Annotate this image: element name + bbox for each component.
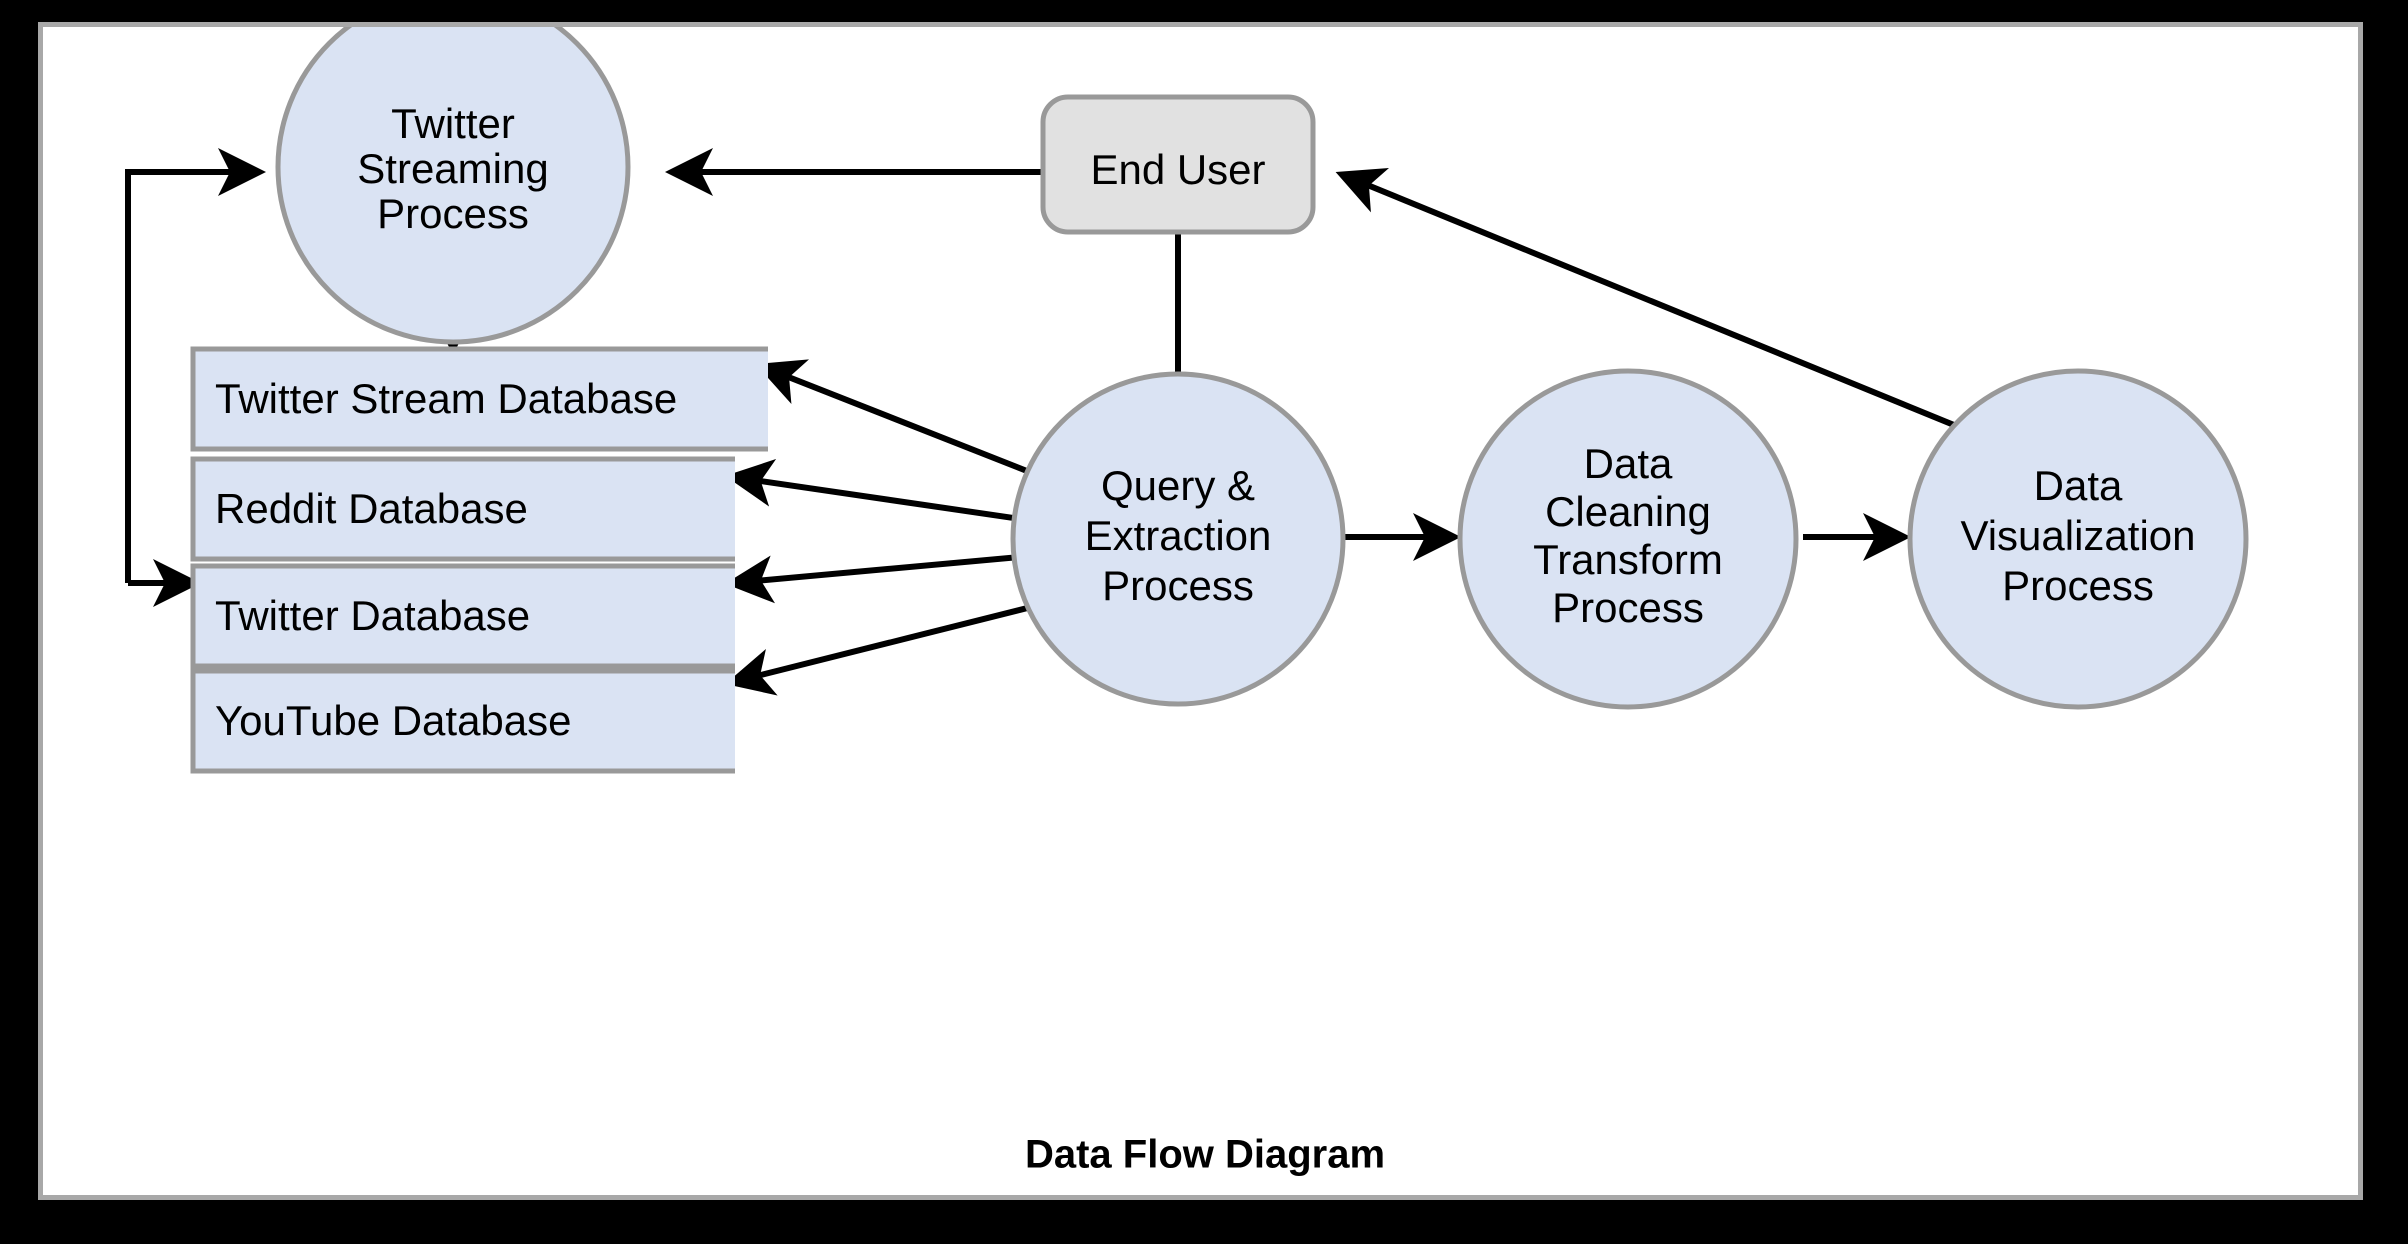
flow-loop-to-twitter-streaming [125, 148, 266, 583]
process-label-line: Twitter [391, 100, 515, 147]
process-label-line: Visualization [1960, 512, 2195, 559]
process-label-line: Streaming [357, 145, 548, 192]
datastore-twitter-database[interactable]: Twitter Database [190, 563, 735, 669]
data-flow-diagram-svg: Twitter Streaming Process End User Twitt… [125, 27, 2249, 1177]
process-data-visualization-process[interactable]: Data Visualization Process [1907, 368, 2249, 710]
process-label-line: Process [1552, 584, 1704, 631]
process-label-line: Query & [1101, 462, 1255, 509]
datastore-youtube-database[interactable]: YouTube Database [190, 668, 735, 774]
process-label-line: Process [1102, 562, 1254, 609]
flow-visualization-to-enduser [1335, 167, 2022, 455]
process-label-line: Data [2034, 462, 2123, 509]
process-label-line: Transform [1533, 536, 1723, 583]
process-label-line: Extraction [1085, 512, 1272, 559]
diagram-caption: Data Flow Diagram [1025, 1133, 1385, 1177]
process-query-extraction-process[interactable]: Query & Extraction Process [1010, 371, 1346, 707]
datastore-twitter-stream-database[interactable]: Twitter Stream Database [190, 346, 768, 452]
process-twitter-streaming-process[interactable]: Twitter Streaming Process [275, 27, 631, 345]
datastore-label: Twitter Database [215, 592, 530, 639]
process-label-line: Process [2002, 562, 2154, 609]
datastore-label: Twitter Stream Database [215, 375, 677, 422]
external-entity-end-user[interactable]: End User [1040, 94, 1316, 235]
process-label-line: Data [1584, 440, 1673, 487]
process-label-line: Cleaning [1545, 488, 1711, 535]
process-label-line: Process [377, 190, 529, 237]
diagram-canvas: Twitter Streaming Process End User Twitt… [38, 22, 2363, 1200]
datastore-label: YouTube Database [215, 697, 572, 744]
process-data-cleaning-transform-process[interactable]: Data Cleaning Transform Process [1457, 368, 1799, 710]
external-entity-label: End User [1090, 146, 1265, 193]
datastore-reddit-database[interactable]: Reddit Database [190, 456, 735, 562]
datastore-label: Reddit Database [215, 485, 528, 532]
